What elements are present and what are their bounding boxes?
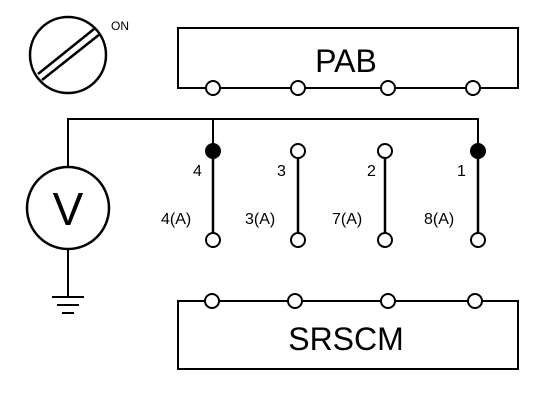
- pab-label: PAB: [315, 43, 377, 79]
- pin-terminal: [205, 232, 221, 248]
- pin-wire-1: [205, 143, 221, 248]
- srscm-terminal: [287, 293, 303, 309]
- pab-terminal: [380, 80, 396, 96]
- pin-terminal: [470, 232, 486, 248]
- pin-bottom-label: 4(A): [161, 211, 191, 228]
- pab-terminal: [465, 80, 481, 96]
- ignition-switch: [28, 15, 108, 95]
- ground-symbol: [52, 249, 84, 314]
- pin-bottom-label: 8(A): [424, 211, 454, 228]
- pin-top-label: 3: [277, 163, 286, 180]
- srscm-terminal: [467, 293, 483, 309]
- pin-wire-2: [290, 143, 306, 248]
- pab-connector: [177, 27, 519, 89]
- srscm-connector: [177, 300, 519, 370]
- srscm-terminal: [380, 293, 396, 309]
- ignition-on-label: ON: [111, 19, 129, 33]
- pin-top-label: 1: [457, 163, 466, 180]
- pin-bottom-label: 3(A): [245, 211, 275, 228]
- pab-terminals: [205, 80, 481, 96]
- pin-terminal: [290, 232, 306, 248]
- pin-terminal-probed: [205, 143, 221, 159]
- pab-terminal: [205, 80, 221, 96]
- pin-terminal: [290, 143, 306, 159]
- pab-terminal: [290, 80, 306, 96]
- voltmeter-symbol: V: [53, 183, 84, 235]
- pin-wire-3: [377, 143, 393, 248]
- pin-wire-4: [470, 143, 486, 248]
- srscm-terminal: [204, 293, 220, 309]
- meter-leads: [67, 118, 479, 167]
- srscm-label: SRSCM: [288, 321, 404, 357]
- srscm-terminals: [204, 293, 483, 309]
- pin-terminal: [377, 232, 393, 248]
- pin-top-label: 4: [193, 163, 202, 180]
- pin-top-label: 2: [367, 163, 376, 180]
- pin-terminal: [377, 143, 393, 159]
- pin-terminal-probed: [470, 143, 486, 159]
- pin-bottom-label: 7(A): [332, 211, 362, 228]
